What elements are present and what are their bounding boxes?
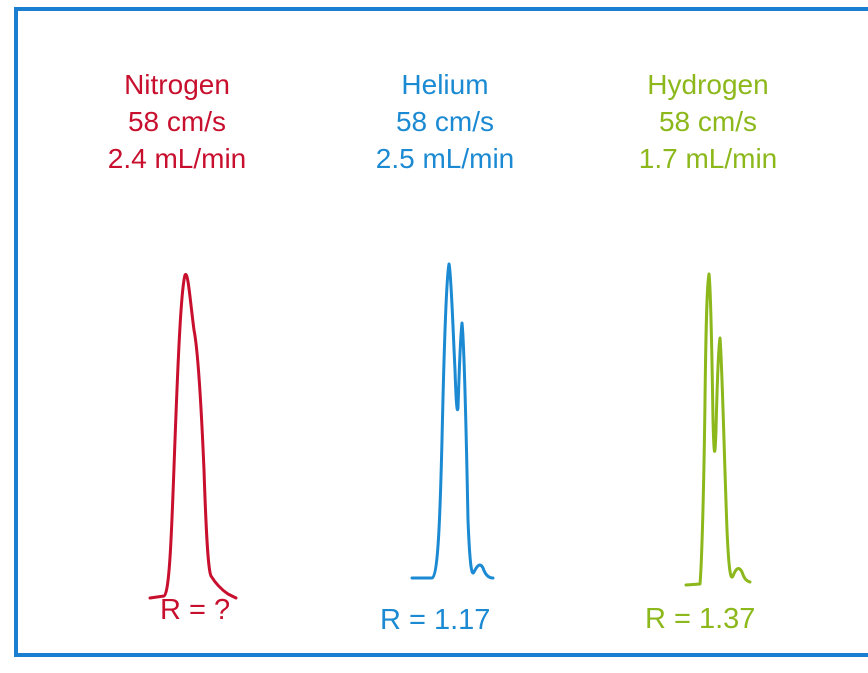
nitrogen-resolution: R = ?: [160, 594, 231, 626]
flow-rate: 2.4 mL/min: [107, 143, 247, 174]
hydrogen-header: Hydrogen 58 cm/s 1.7 mL/min: [598, 66, 818, 177]
hydrogen-peak: [684, 272, 752, 587]
nitrogen-header: Nitrogen 58 cm/s 2.4 mL/min: [67, 66, 287, 177]
helium-resolution: R = 1.17: [380, 604, 491, 636]
diagram-frame: [14, 7, 868, 657]
helium-peak: [410, 262, 495, 580]
gas-name: Nitrogen: [124, 69, 230, 100]
hydrogen-resolution: R = 1.37: [645, 603, 756, 635]
nitrogen-peak: [148, 273, 238, 600]
gas-name: Hydrogen: [647, 69, 769, 100]
helium-header: Helium 58 cm/s 2.5 mL/min: [335, 66, 555, 177]
linear-velocity: 58 cm/s: [395, 106, 495, 137]
flow-rate: 2.5 mL/min: [375, 143, 515, 174]
flow-rate: 1.7 mL/min: [638, 143, 778, 174]
linear-velocity: 58 cm/s: [658, 106, 758, 137]
linear-velocity: 58 cm/s: [127, 106, 227, 137]
gas-name: Helium: [401, 69, 489, 100]
